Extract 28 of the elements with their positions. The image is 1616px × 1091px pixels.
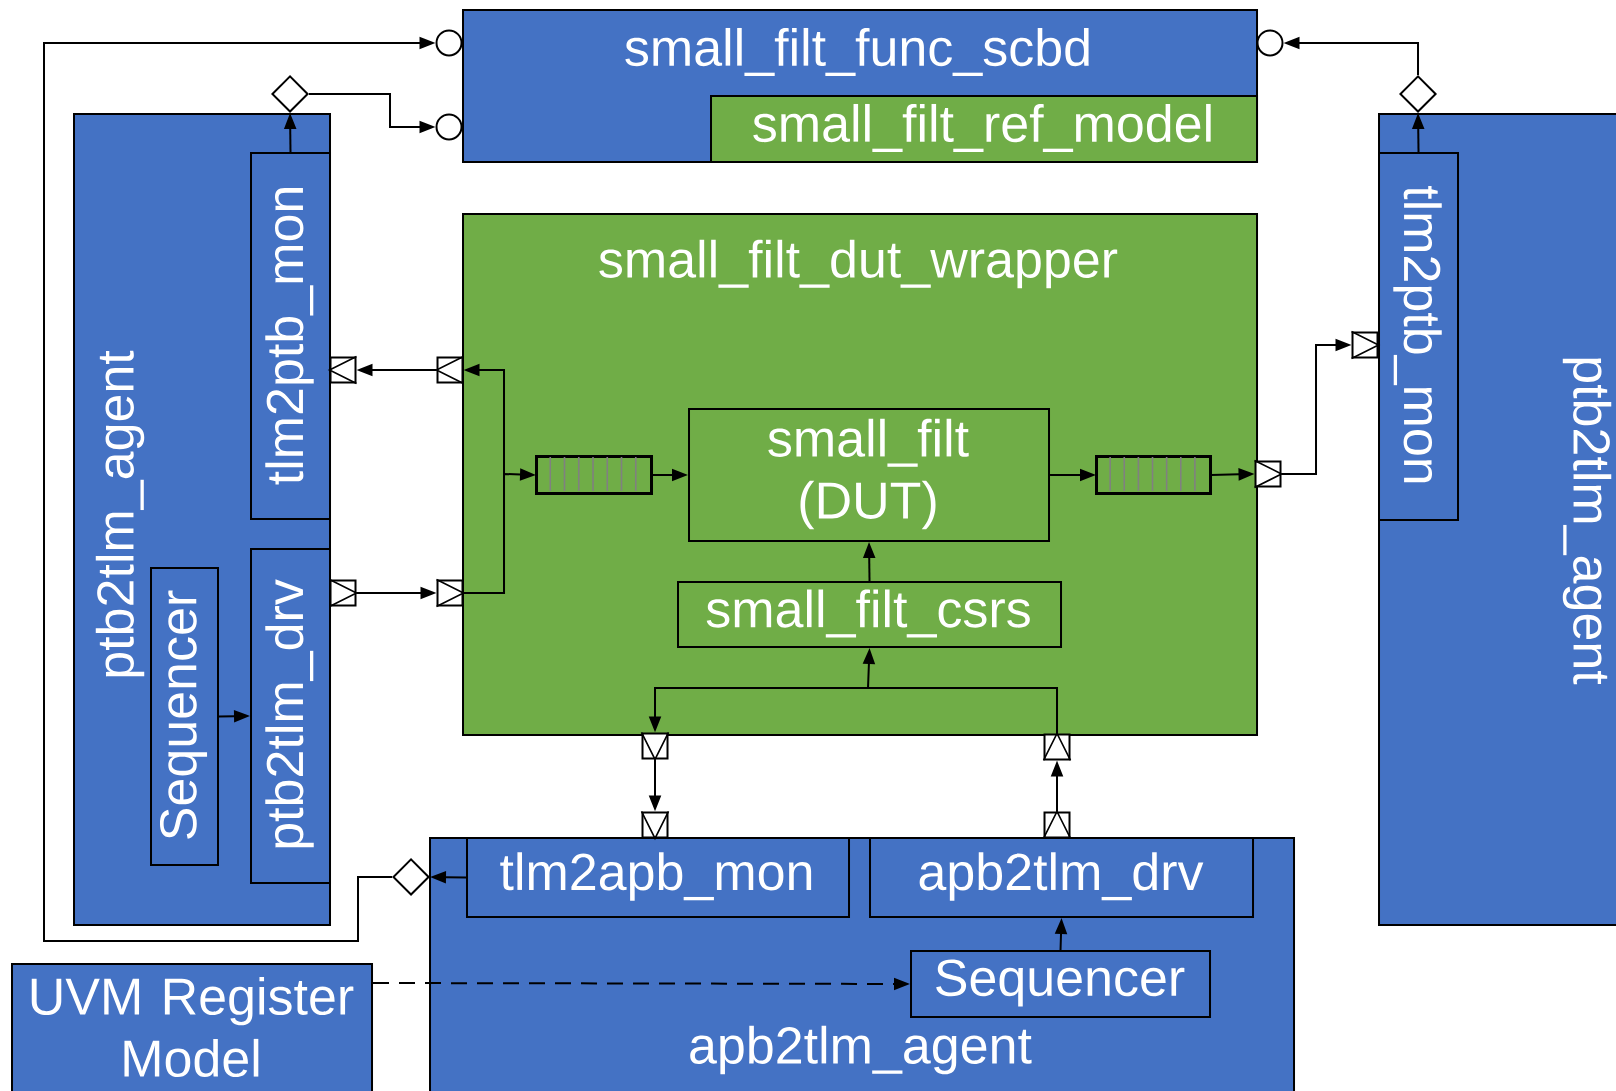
component-box: apb2tlm_drv bbox=[869, 837, 1254, 918]
port-symbol bbox=[1042, 731, 1072, 762]
port-symbol bbox=[1350, 330, 1381, 360]
port-circle bbox=[435, 29, 463, 57]
port-symbol bbox=[640, 731, 670, 762]
port-circle bbox=[435, 113, 463, 141]
port-circle bbox=[1256, 29, 1284, 57]
port-symbol bbox=[1253, 459, 1284, 489]
component-box: tlm2ptb_mon bbox=[250, 152, 331, 520]
component-box: tlm2apb_mon bbox=[466, 837, 850, 918]
component-box: UVM Register Model bbox=[11, 963, 373, 1091]
port-symbol bbox=[640, 810, 670, 841]
port-symbol bbox=[327, 355, 358, 385]
port-diamond bbox=[392, 857, 430, 896]
component-box: Sequencer bbox=[910, 950, 1211, 1018]
component-box: small_filt_csrs bbox=[677, 581, 1062, 648]
port-diamond bbox=[271, 74, 309, 113]
port-diamond bbox=[1399, 74, 1437, 113]
component-box: small_filt (DUT) bbox=[688, 408, 1050, 542]
component-box: ptb2tlm_drv bbox=[250, 548, 331, 884]
fifo-symbol bbox=[1095, 455, 1212, 495]
component-box: Sequencer bbox=[150, 567, 219, 866]
port-symbol bbox=[1042, 809, 1072, 840]
component-box: small_filt_ref_model bbox=[710, 95, 1258, 163]
component-box: tlm2ptb_mon bbox=[1378, 152, 1459, 521]
fifo-symbol bbox=[535, 455, 653, 495]
port-symbol bbox=[328, 578, 359, 608]
port-symbol bbox=[434, 355, 465, 385]
